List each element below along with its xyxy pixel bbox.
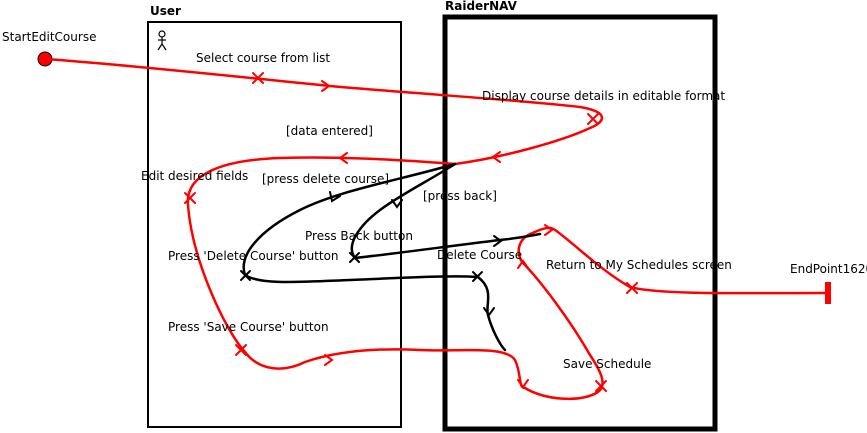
black-arrow-marker bbox=[329, 191, 341, 203]
user-lane-title: User bbox=[150, 4, 181, 18]
red-arrow-marker bbox=[491, 151, 501, 163]
flow-to-edit-fields bbox=[186, 156, 527, 390]
label-save-schedule: Save Schedule bbox=[563, 357, 651, 371]
red-x-marker bbox=[626, 282, 638, 294]
red-x-marker bbox=[235, 344, 247, 356]
flow-press-back bbox=[350, 162, 457, 260]
red-arrow-marker bbox=[517, 379, 529, 389]
raidernav-lane bbox=[442, 14, 718, 432]
red-arrow-marker bbox=[544, 224, 554, 236]
black-arrow-marker bbox=[493, 235, 503, 247]
flow-delete-course bbox=[243, 273, 507, 352]
red-x-marker bbox=[184, 192, 196, 204]
black-arrow-marker bbox=[391, 199, 403, 209]
label-delete-course: Delete Course bbox=[437, 248, 522, 262]
red-arrow-marker bbox=[517, 259, 529, 269]
black-x-marker bbox=[240, 270, 251, 281]
user-lane bbox=[147, 21, 402, 428]
label-press-save-button: Press 'Save Course' button bbox=[168, 320, 329, 334]
label-data-entered: [data entered] bbox=[286, 124, 373, 138]
red-arrow-marker bbox=[324, 354, 334, 366]
label-select-course: Select course from list bbox=[196, 51, 330, 65]
label-press-back-guard: [press back] bbox=[423, 189, 497, 203]
flow-press-delete bbox=[242, 162, 457, 277]
label-press-delete-guard: [press delete course] bbox=[262, 172, 389, 186]
label-edit-fields: Edit desired fields bbox=[141, 169, 248, 183]
flow-save-schedule bbox=[517, 226, 830, 401]
label-return-schedules: Return to My Schedules screen bbox=[546, 258, 732, 272]
label-display-details: Display course details in editable forma… bbox=[482, 89, 725, 103]
flow-back-to-return bbox=[353, 232, 542, 260]
end-node-label: EndPoint1620 bbox=[790, 262, 867, 276]
raidernav-lane-title: RaiderNAV bbox=[445, 0, 518, 13]
red-x-marker bbox=[595, 380, 607, 392]
black-x-marker bbox=[349, 252, 360, 263]
label-press-back-button: Press Back button bbox=[305, 229, 413, 243]
flow-start-to-display bbox=[43, 57, 604, 166]
red-arrow-marker bbox=[338, 152, 348, 164]
red-x-marker bbox=[252, 72, 264, 84]
red-arrow-marker bbox=[321, 80, 331, 92]
label-press-delete-button: Press 'Delete Course' button bbox=[168, 249, 339, 263]
black-arrow-marker bbox=[483, 307, 495, 317]
black-markers bbox=[240, 191, 503, 317]
start-node-label: StartEditCourse bbox=[2, 30, 96, 44]
red-markers bbox=[184, 72, 638, 392]
red-x-marker bbox=[587, 113, 599, 125]
actor-icon bbox=[157, 30, 167, 51]
black-x-marker bbox=[472, 271, 483, 282]
